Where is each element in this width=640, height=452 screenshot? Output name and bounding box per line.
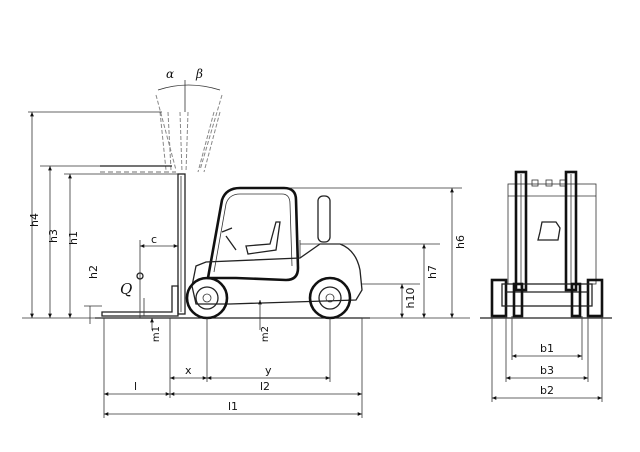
h1-label: h1 bbox=[67, 231, 80, 245]
front-carriage bbox=[501, 283, 593, 307]
truck-body bbox=[191, 243, 363, 305]
fork bbox=[101, 285, 179, 317]
seat bbox=[245, 221, 281, 255]
b1-label: b1 bbox=[540, 342, 554, 355]
x-label: x bbox=[185, 364, 192, 377]
cab-guard bbox=[206, 186, 300, 282]
b2-label: b2 bbox=[540, 384, 554, 397]
h7-label: h7 bbox=[426, 265, 439, 279]
m2-label: m2 bbox=[260, 326, 271, 342]
mast-outer bbox=[177, 173, 186, 315]
tilt-arc bbox=[157, 84, 221, 91]
y-label: y bbox=[265, 364, 272, 377]
front-seat bbox=[537, 221, 561, 241]
mast-tilt-ghosts bbox=[155, 94, 223, 173]
front-fork-left bbox=[512, 282, 524, 318]
front-fork-right bbox=[570, 282, 582, 318]
front-wheel-right bbox=[586, 278, 604, 318]
b3-label: b3 bbox=[540, 364, 554, 377]
front-wheel bbox=[185, 276, 229, 320]
h6-label: h6 bbox=[454, 235, 467, 249]
l1-label: l1 bbox=[228, 400, 238, 413]
alpha-label: α bbox=[166, 67, 174, 81]
beta-label: β bbox=[195, 67, 203, 81]
c-label: c bbox=[151, 233, 157, 246]
h2-label: h2 bbox=[87, 265, 100, 279]
h3-label: h3 bbox=[47, 229, 60, 243]
h10-label: h10 bbox=[404, 288, 417, 309]
q-label: Q bbox=[120, 280, 132, 298]
rear-wheel bbox=[308, 276, 352, 320]
front-wheel-left bbox=[490, 278, 508, 318]
side-view: α β bbox=[22, 67, 470, 418]
front-crosshead bbox=[531, 179, 567, 187]
l2-label: l2 bbox=[260, 380, 270, 393]
cab-inner bbox=[213, 193, 293, 273]
load-centre-point bbox=[136, 272, 144, 280]
h4-label: h4 bbox=[28, 213, 41, 227]
steering-wheel bbox=[221, 227, 237, 251]
front-view: b1 b3 b2 bbox=[480, 170, 612, 402]
l-label: l bbox=[134, 380, 137, 393]
m1-label: m1 bbox=[151, 326, 162, 342]
exhaust-stack bbox=[317, 195, 331, 243]
